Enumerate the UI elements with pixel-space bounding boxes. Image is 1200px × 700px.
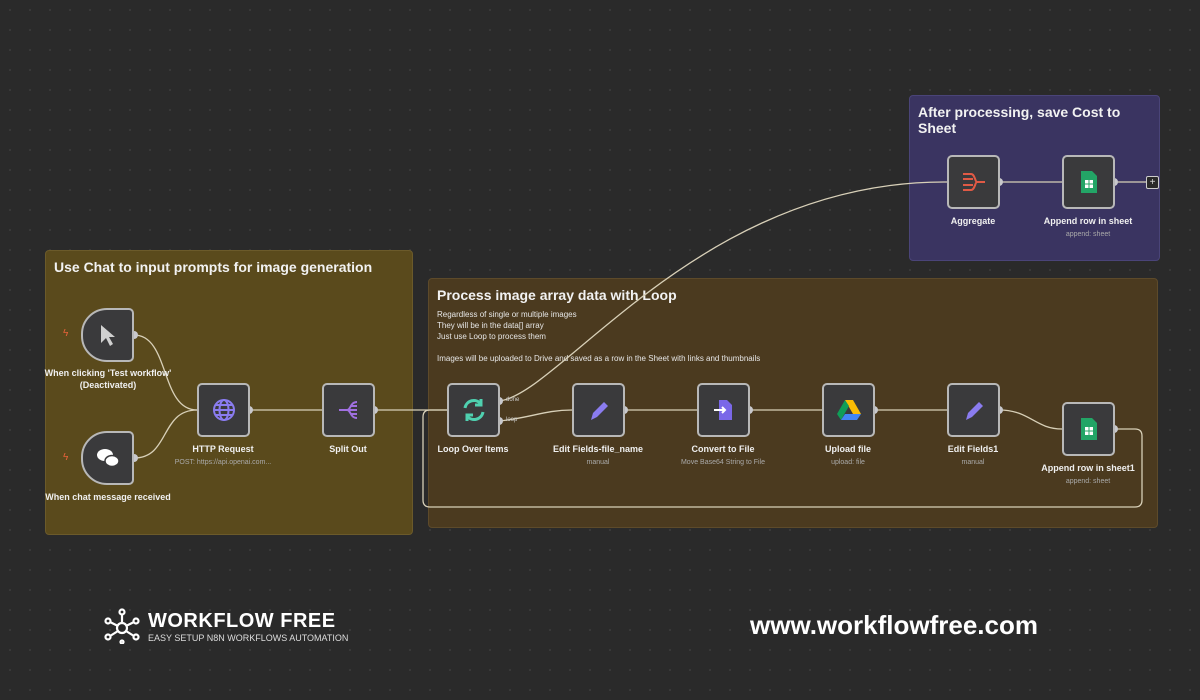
trigger-bolt-icon: ϟ: [63, 328, 69, 339]
edge: [133, 334, 198, 411]
node-label: Edit Fields1: [947, 444, 999, 454]
globe-icon: [212, 399, 235, 421]
node-split-out[interactable]: [322, 383, 375, 437]
node-label: Upload file: [824, 444, 871, 454]
node-label: Split Out: [329, 444, 367, 454]
group-title: After processing, save Cost to Sheet: [918, 104, 1121, 136]
node-subtitle: Move Base64 String to File: [680, 459, 766, 466]
group-title: Use Chat to input prompts for image gene…: [54, 259, 373, 275]
google-sheets-icon: [1080, 418, 1097, 440]
node-subtitle: append: sheet: [1065, 478, 1111, 485]
group-note: Regardless of single or multiple images …: [437, 310, 761, 363]
node-edit-fields1[interactable]: [947, 383, 1000, 437]
network-logo-icon: [104, 608, 140, 644]
node-subtitle: upload: file: [831, 459, 865, 466]
node-chat-trigger[interactable]: [81, 431, 134, 485]
output-label-loop: loop: [506, 417, 518, 423]
node-label: Append row in sheet: [1043, 216, 1133, 226]
node-label: HTTP Request: [192, 444, 254, 454]
node-subtitle: POST: https://api.openai.com...: [174, 459, 272, 466]
google-drive-icon: [836, 400, 861, 420]
add-node-button[interactable]: +: [1146, 176, 1159, 189]
node-http-request[interactable]: [197, 383, 250, 437]
website-url: www.workflowfree.com: [750, 610, 1038, 640]
edge: [498, 409, 573, 422]
chat-icon: [96, 449, 120, 468]
node-aggregate[interactable]: [947, 155, 1000, 209]
file-convert-icon: [713, 400, 732, 420]
loop-icon: [463, 399, 484, 421]
node-convert-to-file[interactable]: [697, 383, 750, 437]
google-sheets-icon: [1080, 171, 1097, 193]
node-label: When clicking 'Test workflow' (Deactivat…: [44, 368, 172, 390]
node-subtitle: manual: [586, 459, 610, 466]
node-subtitle: append: sheet: [1065, 231, 1111, 238]
node-edit-fields-file-name[interactable]: [572, 383, 625, 437]
edge: [998, 409, 1063, 430]
node-label: Edit Fields-file_name: [552, 444, 644, 454]
brand-logo: WORKFLOW FREE EASY SETUP N8N WORKFLOWS A…: [104, 608, 348, 644]
group-title: Process image array data with Loop: [437, 287, 677, 303]
node-subtitle: manual: [961, 459, 985, 466]
node-label: Convert to File: [691, 444, 755, 454]
edge: [422, 409, 1143, 508]
output-label-done: done: [506, 397, 520, 403]
pencil-icon: [965, 402, 983, 420]
edge: [498, 181, 948, 402]
pencil-icon: [590, 402, 608, 420]
node-loop-over-items[interactable]: [447, 383, 500, 437]
brand-tagline: EASY SETUP N8N WORKFLOWS AUTOMATION: [148, 632, 349, 643]
split-icon: [338, 401, 357, 419]
edge: [133, 409, 198, 459]
node-label: When chat message received: [45, 492, 171, 502]
trigger-bolt-icon: ϟ: [63, 452, 69, 463]
node-label: Aggregate: [950, 216, 996, 226]
cursor-icon: [100, 325, 115, 346]
node-label: Append row in sheet1: [1041, 463, 1135, 473]
brand-name: WORKFLOW FREE: [148, 609, 336, 632]
node-append-row-in-sheet1[interactable]: [1062, 402, 1115, 456]
node-upload-file[interactable]: [822, 383, 875, 437]
aggregate-icon: [962, 173, 985, 191]
node-label: Loop Over Items: [437, 444, 509, 454]
node-manual-trigger[interactable]: [81, 308, 134, 362]
node-append-row-in-sheet[interactable]: [1062, 155, 1115, 209]
